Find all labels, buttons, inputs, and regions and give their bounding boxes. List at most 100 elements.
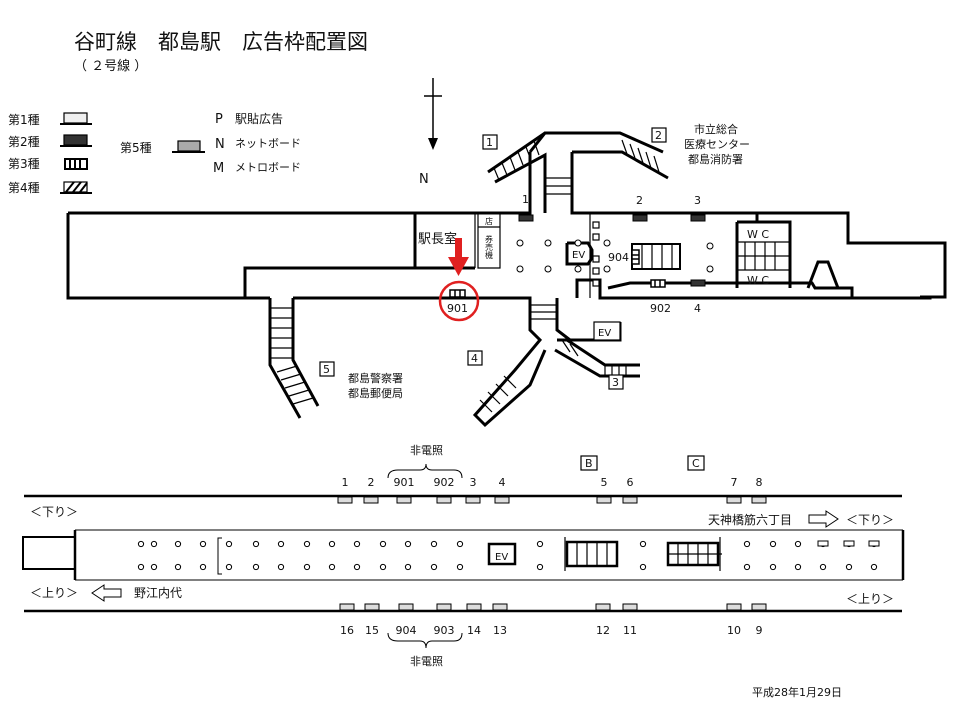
highlight-circle	[438, 280, 480, 322]
platform-column	[199, 563, 207, 571]
concourse-elevator-label: EV	[572, 250, 585, 261]
legend-type1-label: 第1種	[8, 113, 40, 127]
legend-type5-label: 第5種	[120, 141, 152, 155]
platform-column	[536, 563, 544, 571]
up-direction-label-right: ＜上り＞	[846, 592, 894, 606]
svg-text:B: B	[585, 457, 593, 470]
platform-ad-lower-15	[364, 603, 380, 611]
svg-text:1: 1	[486, 136, 493, 149]
svg-text:4: 4	[471, 352, 478, 365]
platform-column	[137, 563, 145, 571]
legend-code-n: N	[215, 137, 225, 152]
ticket-machine-label: 券売機	[485, 234, 494, 260]
concourse-ad-1-label: 1	[522, 193, 529, 206]
legend-code-p-label: 駅貼広告	[235, 111, 283, 126]
platform-column	[819, 563, 827, 571]
platform-column	[404, 563, 412, 571]
lower-group-label: 非電照	[410, 655, 443, 668]
exit2-note-line2: 医療センター	[684, 137, 750, 151]
platform-exit-c-badge: C	[687, 455, 705, 471]
wc-lower-label: W C	[747, 274, 769, 287]
platform-ad-upper-2	[363, 496, 379, 504]
page-title: 谷町線 都島駅 広告枠配置図	[74, 30, 368, 54]
platform-column	[277, 540, 285, 548]
exit2-note-line3: 都島消防署	[688, 152, 743, 166]
up-direction-label-left: ＜上り＞	[30, 586, 78, 600]
concourse-ad-4	[690, 279, 706, 287]
platform-ad-lower-9	[751, 603, 767, 611]
exit-4-badge: 4	[467, 350, 483, 366]
platform-column	[150, 563, 158, 571]
platform-column	[536, 540, 544, 548]
platform-column	[379, 563, 387, 571]
legend-type4-label: 第4種	[8, 181, 40, 195]
platform-column	[845, 563, 853, 571]
legend: 第1種 第2種 第3種 第4種 第5種 P	[8, 111, 301, 195]
legend-code-m: M	[213, 161, 224, 176]
platform-ad-lower-904	[398, 603, 414, 611]
platform-ad-upper-label: 2	[368, 476, 375, 489]
platform-ad-upper-7	[726, 496, 742, 504]
platform-column	[456, 540, 464, 548]
highlight-arrow-icon	[448, 238, 469, 276]
concourse-ad-3-label: 3	[694, 194, 701, 207]
concourse-ad-902-label: 902	[650, 302, 671, 315]
platform-column	[225, 540, 233, 548]
platform-bench	[817, 540, 829, 547]
platform-column	[870, 563, 878, 571]
platform-ad-upper-3	[465, 496, 481, 504]
platform-ad-upper-902	[436, 496, 452, 504]
platform-ad-lower-label: 903	[434, 624, 455, 637]
platform-column	[639, 540, 647, 548]
legend-code-n-label: ネットボード	[235, 137, 301, 150]
platform-ad-lower-label: 16	[340, 624, 354, 637]
platform-ad-lower-label: 10	[727, 624, 741, 637]
exit-3-badge: 3	[608, 374, 624, 390]
platform-ad-upper-label: 902	[434, 476, 455, 489]
legend-type1-icon	[60, 112, 92, 125]
wc-upper-label: W C	[747, 228, 769, 241]
legend-type3-label: 第3種	[8, 157, 40, 171]
concourse-ad-2-label: 2	[636, 194, 643, 207]
platform-column	[794, 540, 802, 548]
station-master-room-label: 駅長室	[418, 231, 457, 247]
platform-column	[456, 563, 464, 571]
legend-type3-icon	[64, 158, 88, 170]
upper-group-label: 非電照	[410, 444, 443, 457]
platform-column	[328, 563, 336, 571]
platform-column	[430, 540, 438, 548]
exit2-note-line1: 市立総合	[694, 122, 738, 136]
platform-column	[769, 563, 777, 571]
platform-ad-upper-label: 5	[601, 476, 608, 489]
legend-code-p: P	[215, 112, 223, 127]
legend-type2-icon	[60, 134, 92, 147]
platform-ad-lower-label: 15	[365, 624, 379, 637]
platform-ad-upper-8	[751, 496, 767, 504]
platform-ad-upper-label: 1	[342, 476, 349, 489]
north-arrow-icon	[424, 78, 442, 150]
platform-column	[404, 540, 412, 548]
concourse-ad-3	[690, 214, 706, 222]
svg-text:2: 2	[655, 129, 662, 142]
platform-column	[199, 540, 207, 548]
platform-ad-lower-11	[622, 603, 638, 611]
platform-ad-upper-label: 8	[756, 476, 763, 489]
concourse-ad-901	[449, 289, 466, 298]
platform-ad-lower-12	[595, 603, 611, 611]
platform-ad-lower-label: 11	[623, 624, 637, 637]
down-direction-label-left: ＜下り＞	[30, 505, 78, 519]
platform-column	[769, 540, 777, 548]
platform-ad-upper-label: 901	[394, 476, 415, 489]
platform-column	[639, 563, 647, 571]
platform-bench	[843, 540, 855, 547]
platform-ad-lower-label: 904	[396, 624, 417, 637]
platform-column	[303, 540, 311, 548]
concourse-ad-901-label: 901	[447, 302, 468, 315]
left-arrow-icon	[91, 584, 122, 602]
platform-ad-upper-1	[337, 496, 353, 504]
platform-exit-b-badge: B	[580, 455, 598, 471]
platform-ad-lower-label: 13	[493, 624, 507, 637]
platform-column	[277, 563, 285, 571]
right-arrow-icon	[808, 510, 839, 528]
